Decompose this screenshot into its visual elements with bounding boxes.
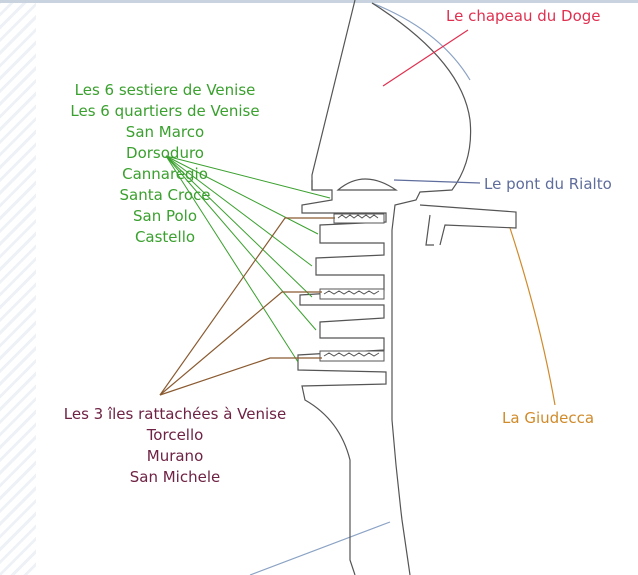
sestieri-line: San Marco bbox=[125, 123, 205, 141]
gondola-prow-outline bbox=[297, 0, 517, 575]
band-3 bbox=[319, 350, 385, 362]
label-chapeau-du-doge: Le chapeau du Doge bbox=[446, 7, 601, 25]
label-iles-group: Les 3 îles rattachées à Venise Torcello … bbox=[40, 404, 310, 488]
sestieri-line: Dorsoduro bbox=[126, 144, 204, 162]
iles-line: San Michele bbox=[129, 468, 221, 486]
label-sestieri-group: Les 6 sestiere de Venise Les 6 quartiers… bbox=[45, 80, 285, 248]
leader-rialto bbox=[393, 179, 481, 184]
sestieri-line: Cannaregio bbox=[122, 165, 208, 183]
leader-giudecca bbox=[509, 227, 556, 406]
water-line-bottom bbox=[249, 521, 391, 575]
sestieri-line: Santa Croce bbox=[119, 186, 211, 204]
top-edge-border bbox=[0, 0, 638, 3]
sestieri-line: Les 6 quartiers de Venise bbox=[70, 102, 260, 120]
label-pont-du-rialto: Le pont du Rialto bbox=[484, 175, 612, 193]
water-curve-top bbox=[371, 2, 471, 81]
leader-chapeau bbox=[382, 29, 469, 87]
iles-line: Les 3 îles rattachées à Venise bbox=[63, 405, 287, 423]
iles-line: Murano bbox=[146, 447, 204, 465]
sestieri-line: Les 6 sestiere de Venise bbox=[74, 81, 256, 99]
leaders-sestieri bbox=[165, 155, 331, 363]
iles-line: Torcello bbox=[146, 426, 204, 444]
sestieri-line: Castello bbox=[134, 228, 196, 246]
band-2 bbox=[319, 288, 385, 300]
label-la-giudecca: La Giudecca bbox=[502, 409, 595, 427]
left-edge-pattern bbox=[0, 0, 36, 575]
sestieri-line: San Polo bbox=[132, 207, 198, 225]
decorative-bands bbox=[319, 213, 385, 362]
leaders-iles bbox=[159, 217, 335, 396]
